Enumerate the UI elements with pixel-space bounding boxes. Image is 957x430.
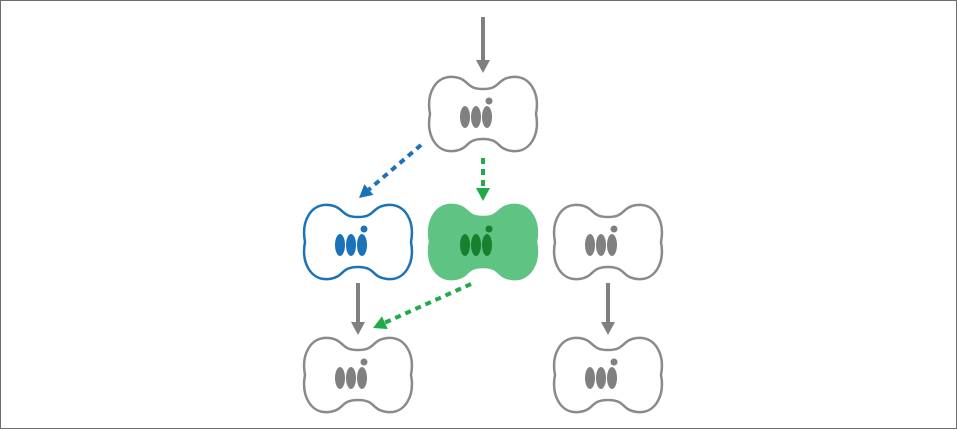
cell-oval-glyph-1 <box>460 106 470 128</box>
bottom-right-node <box>552 336 664 414</box>
cell-oval-glyph-1 <box>460 234 470 256</box>
cell-oval-glyph-3 <box>607 367 617 389</box>
root-to-middle-left-arrow-shaft <box>367 143 423 192</box>
middle-right-to-bottom-right-arrow-head <box>601 322 615 335</box>
cell-dot-glyph <box>610 358 618 366</box>
middle-center-to-bottom-left-arrow-shaft <box>384 282 472 325</box>
cell-oval-glyph-1 <box>585 367 595 389</box>
cell-dot-glyph <box>360 358 368 366</box>
middle-left-to-bottom-left-arrow-head <box>351 322 365 335</box>
root-to-middle-left-arrow <box>359 143 423 198</box>
cell-oval-glyph-1 <box>335 367 345 389</box>
cell-oval-glyph-3 <box>482 234 492 256</box>
cell-dot-glyph <box>485 97 493 105</box>
cell-oval-glyph-1 <box>585 234 595 256</box>
middle-center-to-bottom-left-arrow <box>373 282 472 330</box>
cell-oval-glyph-2 <box>346 234 356 256</box>
entry-arrow <box>476 17 490 73</box>
root-to-middle-center-arrow-head <box>476 188 490 201</box>
cell-oval-glyph-3 <box>482 106 492 128</box>
cell-dot-glyph <box>610 225 618 233</box>
cell-oval-glyph-1 <box>335 234 345 256</box>
middle-right-to-bottom-right-arrow <box>601 283 615 335</box>
middle-left-to-bottom-left-arrow <box>351 283 365 335</box>
arrows-layer <box>351 17 615 335</box>
middle-center-to-bottom-left-arrow-head <box>373 316 388 330</box>
cell-dot-glyph <box>485 225 493 233</box>
cell-oval-glyph-2 <box>346 367 356 389</box>
cell-oval-glyph-2 <box>471 106 481 128</box>
cell-oval-glyph-2 <box>596 234 606 256</box>
cell-oval-glyph-3 <box>607 234 617 256</box>
cell-dot-glyph <box>360 225 368 233</box>
nodes-layer <box>302 75 664 414</box>
middle-left-node <box>302 203 414 281</box>
middle-center-node <box>427 203 539 281</box>
cell-oval-glyph-3 <box>357 367 367 389</box>
cell-oval-glyph-2 <box>596 367 606 389</box>
root-node <box>427 75 539 153</box>
root-to-middle-center-arrow <box>476 158 490 201</box>
bottom-left-node <box>302 336 414 414</box>
root-to-middle-left-arrow-head <box>359 184 374 198</box>
middle-right-node <box>552 203 664 281</box>
entry-arrow-head <box>476 60 490 73</box>
cell-oval-glyph-2 <box>471 234 481 256</box>
cell-oval-glyph-3 <box>357 234 367 256</box>
